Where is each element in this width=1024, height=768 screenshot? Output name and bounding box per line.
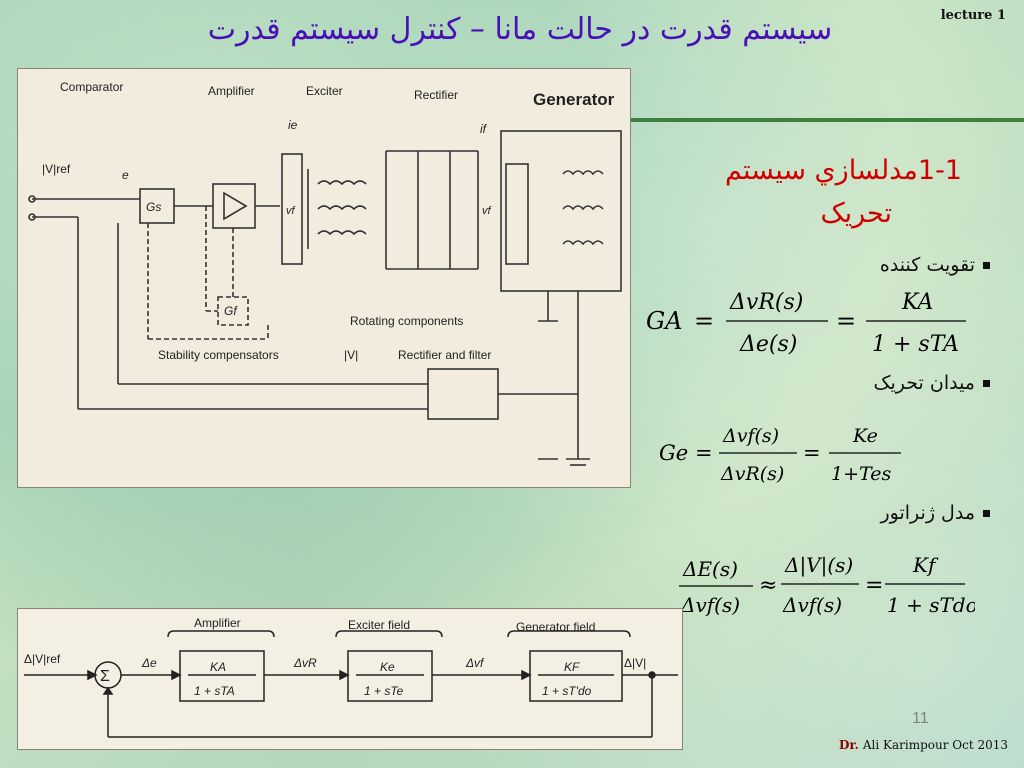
section-heading-line2: تحريک <box>820 198 892 230</box>
bd-label-de: Δe <box>141 656 157 670</box>
label-e: e <box>122 168 129 182</box>
label-vref: |V|ref <box>42 162 71 176</box>
equation-amplifier: GA = ΔvR(s) Δe(s) = KA 1 + sTA <box>640 285 980 366</box>
eq-ga-equals1: = <box>694 307 714 335</box>
label-rotating-components: Rotating components <box>350 314 463 328</box>
section-heading: 1-1مدلسازي سيستم تحريک <box>725 145 962 240</box>
eq-ga-den2: 1 + sTA <box>872 332 959 357</box>
footer-prefix: Dr. <box>839 738 859 752</box>
block-diagram-figure: Amplifier Exciter field Generator field … <box>17 608 683 750</box>
exciter-schematic: Comparator Amplifier Exciter Rectifier G… <box>28 80 622 466</box>
lecture-label: lecture 1 <box>940 8 1006 23</box>
equation-generator: ΔE(s) Δvf(s) ≈ Δ|V|(s) Δvf(s) = Kf 1 + s… <box>675 548 978 630</box>
eq-gg-num0: ΔE(s) <box>682 557 738 581</box>
eq-ga-equals2: = <box>836 307 856 335</box>
bd-label-exciter-field: Exciter field <box>348 618 410 632</box>
label-if: if <box>480 122 488 136</box>
bullet-exciter-field: میدان تحریک <box>874 372 990 394</box>
eq-gg-den2: 1 + sTdo <box>887 593 975 617</box>
bd-den-e: 1 + sTe <box>364 684 404 698</box>
eq-ge-den2: 1+Tes <box>831 463 891 485</box>
bd-sum-symbol: Σ <box>100 668 110 685</box>
equation-exciter: Ge = Δvf(s) ΔvR(s) = Ke 1+Tes <box>655 420 915 498</box>
eq-ge-equals2: = <box>803 441 821 465</box>
bullet-square-icon <box>983 510 990 517</box>
eq-ge-num1: Δvf(s) <box>722 425 779 447</box>
bd-label-output: Δ|V| <box>624 656 646 670</box>
bd-label-input: Δ|V|ref <box>24 652 61 666</box>
label-generator: Generator <box>533 90 615 109</box>
label-gs: Gs <box>146 200 161 214</box>
bd-label-dvf: Δvf <box>465 656 485 670</box>
exciter-schematic-figure: Comparator Amplifier Exciter Rectifier G… <box>17 68 631 488</box>
label-ie: ie <box>288 118 298 132</box>
title-rule <box>628 118 1024 122</box>
eq-ga-num2: KA <box>901 290 933 315</box>
eq-ge-equals1: = <box>695 441 713 465</box>
label-vf-generator: vf <box>482 205 492 217</box>
bd-ke: Ke <box>380 660 395 674</box>
eq-gg-equals: = <box>865 573 883 598</box>
footer-author: Ali Karimpour Oct 2013 <box>862 738 1008 752</box>
label-rectifier: Rectifier <box>414 88 458 102</box>
eq-gg-den0: Δvf(s) <box>680 593 740 617</box>
eq-gg-approx: ≈ <box>759 573 777 598</box>
bd-label-dvr: ΔvR <box>293 656 317 670</box>
eq-gg-num1: Δ|V|(s) <box>784 553 853 578</box>
equation-exciter-svg: Ge = Δvf(s) ΔvR(s) = Ke 1+Tes <box>659 425 901 485</box>
eq-gg-den1: Δvf(s) <box>782 593 842 617</box>
bd-kf: KF <box>564 660 580 674</box>
label-vf-exciter: vf <box>286 205 296 217</box>
eq-ge-lhs: Ge <box>659 441 688 465</box>
bd-den-f: 1 + sT'do <box>542 684 592 698</box>
eq-ga-num1: ΔvR(s) <box>729 290 803 315</box>
label-comparator: Comparator <box>60 80 123 94</box>
bd-label-amplifier: Amplifier <box>194 616 241 630</box>
eq-ge-num2: Ke <box>852 425 878 447</box>
label-exciter: Exciter <box>306 84 343 98</box>
label-rectifier-filter: Rectifier and filter <box>398 348 491 362</box>
bd-den-a: 1 + sTA <box>194 684 235 698</box>
equation-generator-svg: ΔE(s) Δvf(s) ≈ Δ|V|(s) Δvf(s) = Kf 1 + s… <box>679 553 978 617</box>
label-amplifier: Amplifier <box>208 84 255 98</box>
bd-label-generator-field: Generator field <box>516 620 595 634</box>
bullet-square-icon <box>983 380 990 387</box>
page-number: 11 <box>912 710 929 727</box>
bd-ka: KA <box>210 660 226 674</box>
eq-ga-den1: Δe(s) <box>739 332 797 357</box>
eq-ge-den1: ΔvR(s) <box>720 463 784 485</box>
bullet-square-icon <box>983 262 990 269</box>
bullet-amplifier: تقویت کننده <box>880 254 990 276</box>
bullet-generator-model: مدل ژنراتور <box>881 502 990 524</box>
equation-amplifier-svg: GA = ΔvR(s) Δe(s) = KA 1 + sTA <box>646 290 966 357</box>
label-gf: Gf <box>224 304 238 318</box>
label-stability-compensators: Stability compensators <box>158 348 279 362</box>
section-heading-line1: 1-1مدلسازي سيستم <box>724 155 962 186</box>
eq-ga-lhs: GA <box>646 307 683 335</box>
block-diagram: Amplifier Exciter field Generator field … <box>24 616 678 738</box>
eq-gg-num2: Kf <box>912 553 939 577</box>
slide-title: سیستم قدرت در حالت مانا – کنترل سیستم قد… <box>207 12 833 47</box>
label-v-feedback: |V| <box>344 348 358 362</box>
footer-credit: Dr.Ali Karimpour Oct 2013 <box>839 738 1008 752</box>
